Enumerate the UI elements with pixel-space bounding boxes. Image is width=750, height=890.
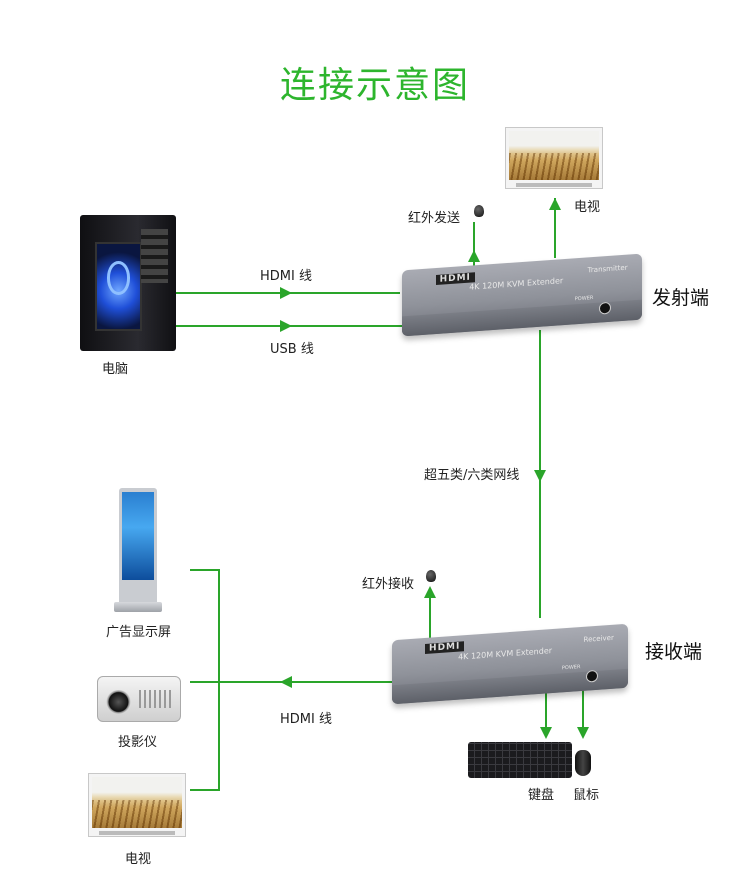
keyboard-label: 键盘 (528, 788, 555, 803)
tv-bottom-icon (88, 773, 186, 837)
ir-receive-icon (426, 570, 436, 582)
tv-top-arrowhead (549, 198, 561, 210)
receiver-power-label: POWER (561, 663, 581, 672)
hdmi-top-arrowhead (280, 287, 292, 299)
mouse-label: 鼠标 (573, 788, 600, 803)
ir-transmit-label: 红外发送 (408, 211, 461, 226)
transmitter-model: 4K 120M KVM Extender (469, 276, 564, 292)
output-bus (190, 569, 220, 791)
ad-display-label: 广告显示屏 (106, 625, 172, 640)
mouse-arrowhead (577, 727, 589, 739)
transmitter-role: Transmitter (587, 263, 628, 275)
receiver-label: 接收端 (645, 641, 703, 663)
transmitter-power-label: POWER (574, 295, 594, 303)
pc-label: 电脑 (102, 362, 129, 377)
projector-label: 投影仪 (118, 735, 158, 750)
projector-icon (97, 676, 181, 722)
ad-display-icon (114, 488, 162, 612)
receiver-model: 4K 120M KVM Extender (458, 645, 553, 662)
ir-receive-label: 红外接收 (362, 577, 415, 592)
usb-label: USB 线 (270, 342, 314, 357)
keyboard-icon (468, 742, 572, 778)
keyboard-arrowhead (540, 727, 552, 739)
receiver-role: Receiver (583, 633, 614, 644)
usb-arrowhead (280, 320, 292, 332)
hdmi-bottom-label: HDMI 线 (280, 712, 332, 727)
network-label: 超五类/六类网线 (424, 468, 520, 483)
page-title: 连接示意图 (279, 65, 470, 106)
tv-top-label: 电视 (574, 200, 601, 215)
ir-receive-arrowhead (424, 586, 436, 598)
mouse-icon (575, 750, 591, 776)
tv-top-icon (505, 127, 603, 189)
ir-transmit-arrowhead (468, 250, 480, 262)
hdmi-top-label: HDMI 线 (260, 269, 312, 284)
pc-tower-icon (80, 215, 176, 351)
tv-bottom-label: 电视 (125, 852, 152, 867)
ir-transmit-icon (474, 205, 484, 217)
network-arrowhead (534, 470, 546, 482)
transmitter-label: 发射端 (652, 287, 710, 309)
hdmi-bottom-arrowhead (280, 676, 292, 688)
